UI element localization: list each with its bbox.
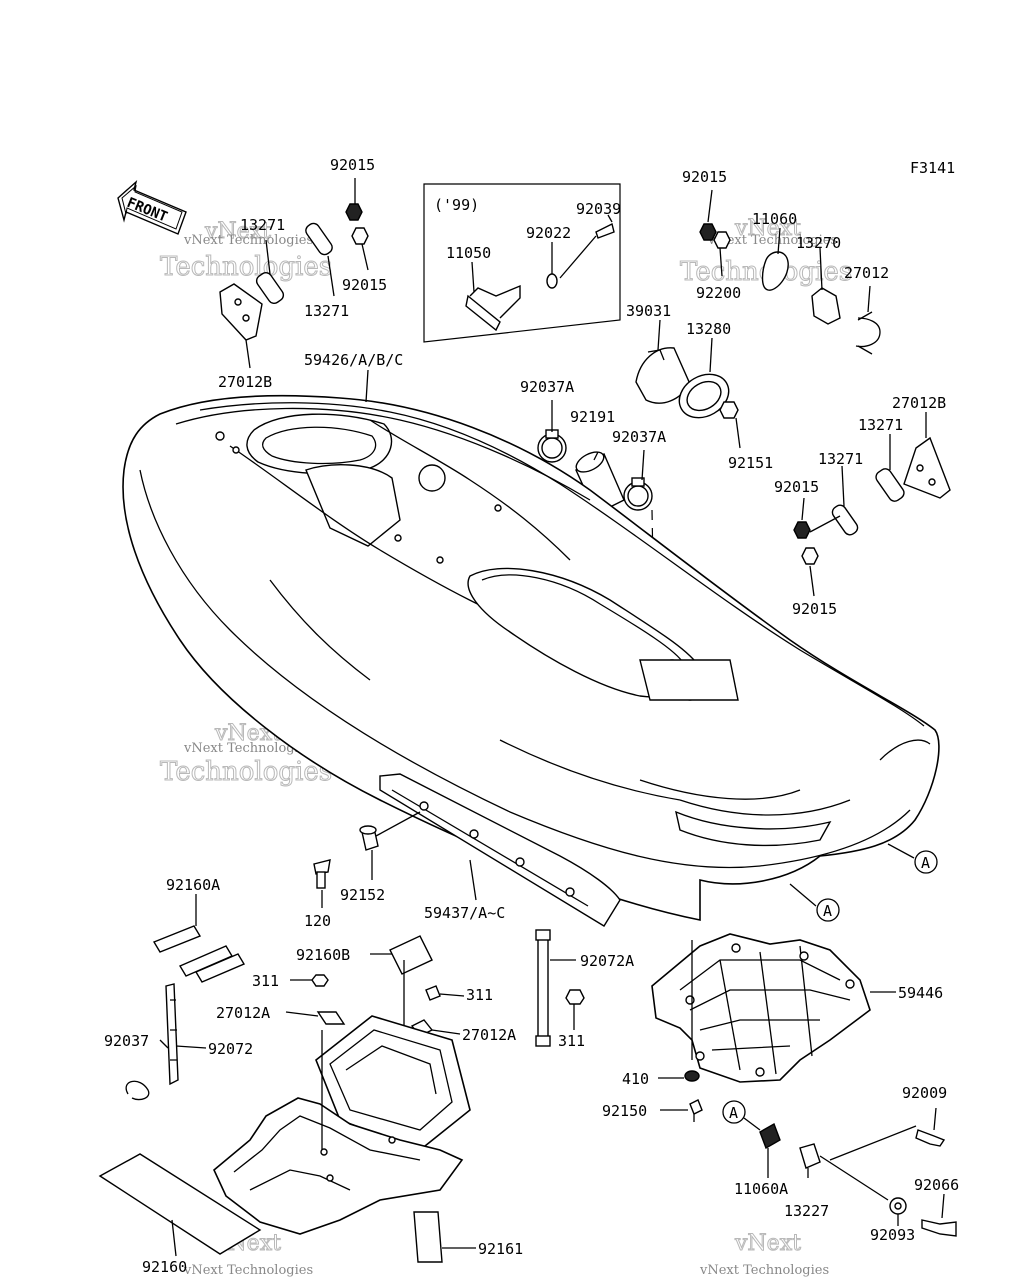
main-hull-59426 <box>122 369 940 921</box>
svg-text:vNext Technologies: vNext Technologies <box>183 1263 313 1278</box>
svg-text:vNext Technologies: vNext Technologies <box>699 1263 829 1278</box>
part-label: 92022 <box>526 224 571 242</box>
watermark-top-left: vNext Technologies vNext Technologies <box>160 219 333 283</box>
part-label: 92160 <box>142 1258 187 1276</box>
svg-text:vNext Technologies: vNext Technologies <box>707 233 837 248</box>
part-label: 92015 <box>792 600 837 618</box>
part-label: 59437/A~C <box>424 904 505 922</box>
part-label: 13280 <box>686 320 731 338</box>
svg-text:vNext: vNext <box>204 219 271 244</box>
part-label: 11050 <box>446 244 491 262</box>
storage-tray-group <box>213 960 471 1235</box>
part-label: 13271 <box>818 450 863 468</box>
part-label: 13271 <box>240 216 285 234</box>
part-label: 92015 <box>330 156 375 174</box>
part-label: 59426/A/B/C <box>304 351 403 369</box>
part-label: 92160B <box>296 946 350 964</box>
part-label: 311 <box>252 972 279 990</box>
svg-text:A: A <box>823 902 832 920</box>
part-label: 311 <box>558 1032 585 1050</box>
part-label: 13271 <box>304 302 349 320</box>
side-rail-59437 <box>379 773 621 927</box>
svg-text:Technologies: Technologies <box>160 252 332 282</box>
floor-mat-92160 <box>98 1153 262 1257</box>
part-label: 92037A <box>612 428 666 446</box>
watermark-bottom-right: vNext vNext Technologies <box>699 1231 829 1279</box>
part-label: 311 <box>466 986 493 1004</box>
part-label: 92150 <box>602 1102 647 1120</box>
part-label: 13270 <box>796 234 841 252</box>
svg-text:vNext Technologies: vNext Technologies <box>183 741 313 756</box>
part-label: 27012A <box>216 1004 270 1022</box>
part-label: 92037A <box>520 378 574 396</box>
part-label: 13271 <box>858 416 903 434</box>
svg-text:vNext: vNext <box>734 1231 801 1256</box>
part-label: 92015 <box>774 478 819 496</box>
part-label: 92015 <box>682 168 727 186</box>
strap-and-clip-group <box>125 983 207 1101</box>
part-label: 92037 <box>104 1032 149 1050</box>
figure-code: F3141 <box>910 159 955 177</box>
part-label: 92152 <box>340 886 385 904</box>
pump-cover-59446 <box>651 933 896 1122</box>
part-label: 92015 <box>342 276 387 294</box>
decal-labels-group <box>152 894 433 983</box>
part-label: 92200 <box>696 284 741 302</box>
front-arrow-icon: FRONT <box>117 179 187 235</box>
svg-text:A: A <box>729 1104 738 1122</box>
part-label: 92039 <box>576 200 621 218</box>
svg-text:A: A <box>921 854 930 872</box>
part-label: 27012 <box>844 264 889 282</box>
part-label: 92072A <box>580 952 634 970</box>
part-label: 27012B <box>892 394 946 412</box>
part-label: 13227 <box>784 1202 829 1220</box>
collar-and-screw <box>313 811 421 908</box>
part-label: 11060 <box>752 210 797 228</box>
part-label: 410 <box>622 1070 649 1088</box>
part-label: 92093 <box>870 1226 915 1244</box>
svg-text:vNext Technologies: vNext Technologies <box>183 233 313 248</box>
part-label: 92160A <box>166 876 220 894</box>
drain-plug-group <box>759 1107 957 1237</box>
strap-92072A <box>535 929 585 1047</box>
year-99-inset-box: ('99) <box>423 183 621 343</box>
callout-a-1: A <box>887 843 938 874</box>
intake-cover-parts <box>635 319 741 449</box>
part-labels: 92015 13271 92015 13271 27012B 92039 920… <box>104 156 959 1276</box>
callout-a-2: A <box>789 883 840 922</box>
right-rail-bracket-group <box>699 189 881 355</box>
part-label: 27012B <box>218 373 272 391</box>
svg-text:Technologies: Technologies <box>160 757 332 787</box>
part-label: 92191 <box>570 408 615 426</box>
part-label: 92066 <box>914 1176 959 1194</box>
part-label: 92009 <box>902 1084 947 1102</box>
svg-text:vNext: vNext <box>734 216 801 241</box>
part-label: 11060A <box>734 1180 788 1198</box>
pad-92161 <box>413 1211 476 1263</box>
part-label: 59446 <box>898 984 943 1002</box>
part-label: 92161 <box>478 1240 523 1258</box>
left-rail-bracket-group <box>219 178 369 369</box>
part-label: 39031 <box>626 302 671 320</box>
callout-a-3: A <box>722 1100 761 1131</box>
part-label: 92151 <box>728 454 773 472</box>
part-label: 92072 <box>208 1040 253 1058</box>
part-label: 27012A <box>462 1026 516 1044</box>
part-label: 120 <box>304 912 331 930</box>
svg-text:('99): ('99) <box>434 196 479 214</box>
right-rear-bracket-group <box>793 412 951 597</box>
